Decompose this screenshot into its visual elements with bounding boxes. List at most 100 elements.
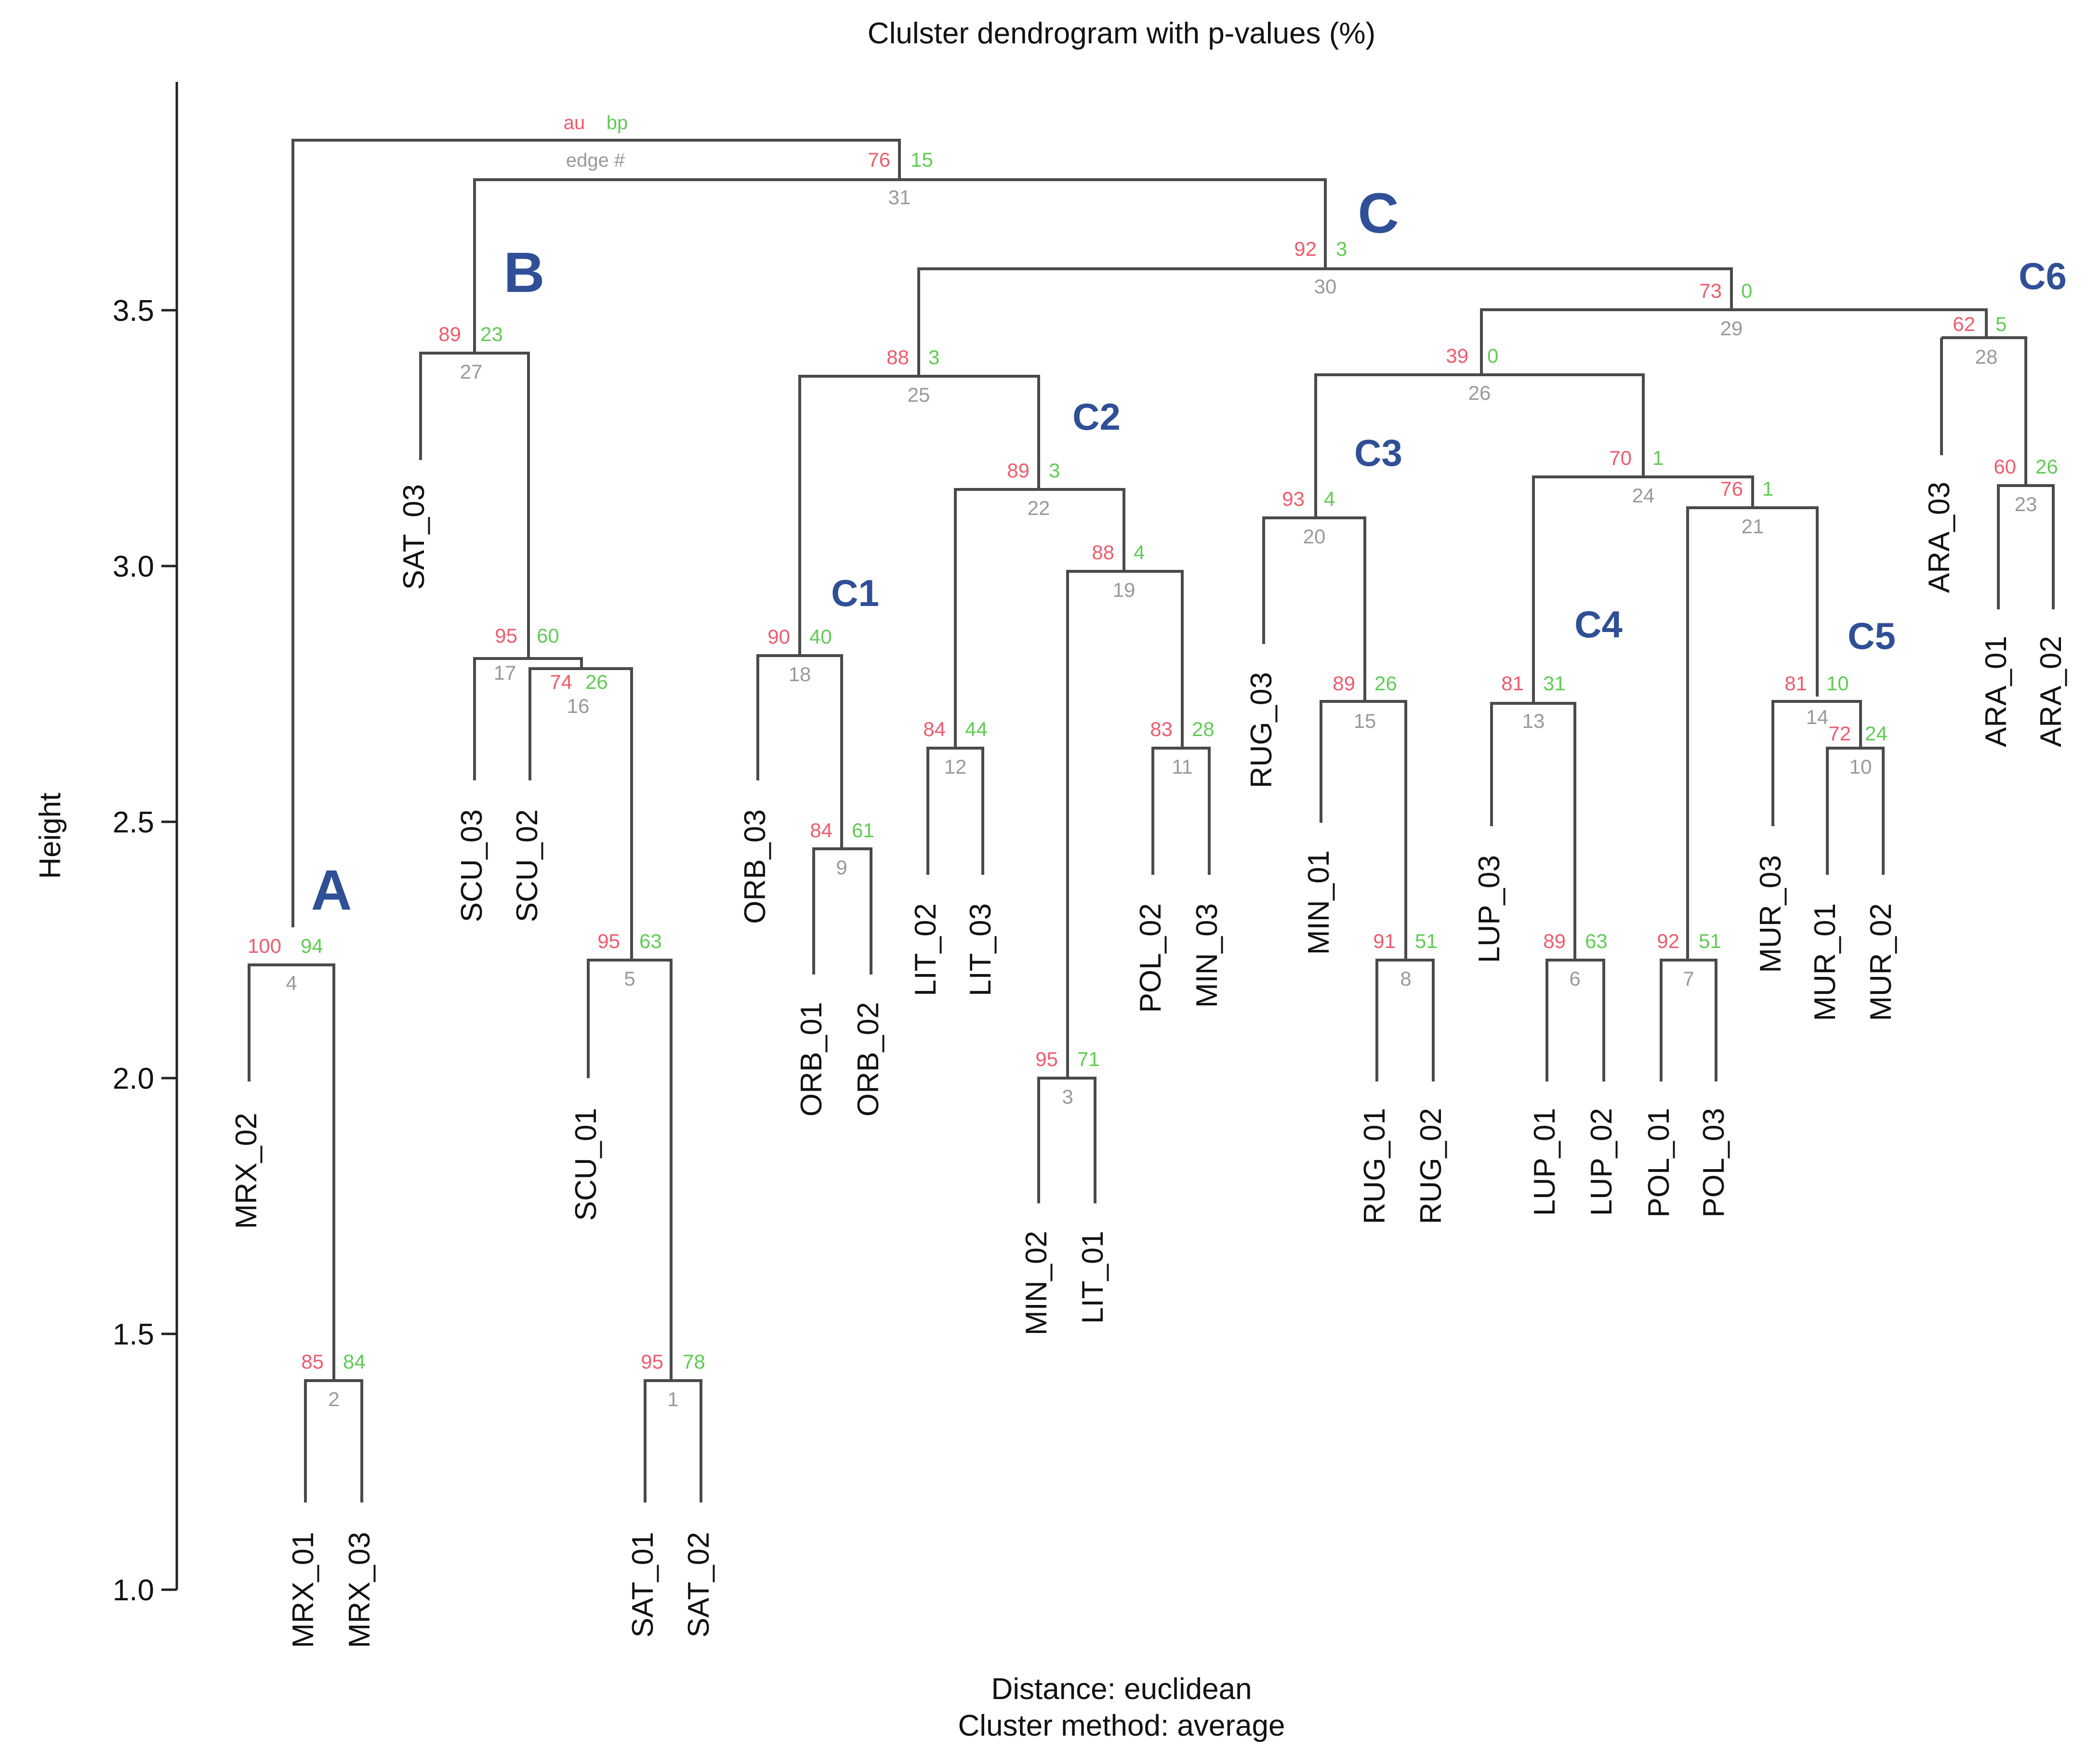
au-value: 100 <box>248 935 281 957</box>
edge-number: 6 <box>1569 967 1580 990</box>
au-value: 95 <box>641 1350 663 1373</box>
cluster-label-c: C <box>1358 182 1399 245</box>
au-value: 73 <box>1699 279 1722 302</box>
leaf-label: ARA_01 <box>1980 636 2013 747</box>
au-value: 84 <box>923 718 946 740</box>
leaf-label: MIN_02 <box>1020 1231 1053 1335</box>
bp-value: 26 <box>585 671 608 693</box>
au-value: 74 <box>550 671 572 693</box>
edge-number: 8 <box>1400 967 1411 990</box>
branch-node-10 <box>1826 747 1885 875</box>
edge-number: 3 <box>1062 1085 1073 1108</box>
branch-node-16 <box>528 667 633 960</box>
au-value: 89 <box>1333 672 1355 695</box>
branch-node-6 <box>1545 959 1605 1081</box>
legend-bp: bp <box>607 112 628 133</box>
bp-value: 0 <box>1487 344 1498 367</box>
edge-number: 22 <box>1028 497 1050 519</box>
bp-value: 63 <box>1585 930 1608 952</box>
bp-value: 60 <box>537 624 559 647</box>
cluster-label-c2: C2 <box>1072 395 1121 438</box>
legend-au: au <box>564 112 585 133</box>
au-value: 89 <box>1007 459 1030 482</box>
cluster-label-c6: C6 <box>2019 255 2067 297</box>
bp-value: 10 <box>1826 672 1849 695</box>
branch-node-11 <box>1151 747 1211 875</box>
branch-node-13 <box>1490 702 1576 960</box>
leaf-label: MUR_01 <box>1809 903 1842 1021</box>
bp-value: 78 <box>683 1350 705 1373</box>
leaf-label: MUR_02 <box>1864 903 1898 1021</box>
au-value: 76 <box>868 148 890 171</box>
branches <box>248 139 2055 1503</box>
leaf-label: SCU_03 <box>455 809 489 922</box>
edge-number: 15 <box>1354 710 1376 732</box>
cluster-label-c5: C5 <box>1848 615 1896 657</box>
legend: au bp edge # <box>564 112 628 171</box>
edge-number: 4 <box>286 972 297 994</box>
edge-number: 26 <box>1468 382 1491 404</box>
edge-number: 14 <box>1806 706 1829 728</box>
bp-value: 15 <box>911 148 933 171</box>
branch-node-3 <box>1037 1077 1096 1203</box>
edge-number: 1 <box>667 1388 678 1410</box>
legend-edge: edge # <box>566 150 625 171</box>
au-value: 84 <box>810 819 832 842</box>
branch-node-1 <box>644 1379 702 1503</box>
cluster-label-c1: C1 <box>831 572 879 614</box>
branch-node-27 <box>419 352 530 659</box>
bp-value: 44 <box>965 718 988 740</box>
bp-value: 51 <box>1699 930 1721 952</box>
bp-value: 0 <box>1741 279 1752 302</box>
y-tick-label: 1.5 <box>113 1318 154 1351</box>
au-value: 39 <box>1446 344 1468 367</box>
cluster-annotations: A B C C1 C2 C3 C4 C5 C6 <box>311 182 2066 922</box>
bp-value: 63 <box>639 930 662 952</box>
bp-value: 1 <box>1762 477 1773 500</box>
au-value: 89 <box>1543 930 1566 952</box>
au-value: 85 <box>301 1350 324 1373</box>
y-tick-label: 3.5 <box>113 294 154 328</box>
bp-value: 26 <box>1374 672 1397 695</box>
au-value: 95 <box>1035 1048 1058 1070</box>
branch-node-30 <box>473 178 1327 353</box>
bp-value: 84 <box>343 1350 366 1373</box>
leaf-label: SAT_02 <box>682 1532 715 1637</box>
bp-value: 28 <box>1192 718 1215 740</box>
leaf-label: LIT_03 <box>964 903 997 996</box>
branch-node-29 <box>917 267 1733 376</box>
bp-value: 3 <box>1336 237 1347 260</box>
method-caption: Cluster method: average <box>958 1709 1285 1742</box>
edge-number: 9 <box>836 856 847 879</box>
leaf-label: SAT_01 <box>626 1532 660 1637</box>
node-labels: 76 15 31 92 3 30 73 0 29 62 5 28 89 23 2… <box>248 148 2058 1410</box>
bp-value: 24 <box>1865 722 1888 745</box>
edge-number: 17 <box>494 661 516 684</box>
leaf-label: RUG_03 <box>1245 672 1278 788</box>
leaf-label: ORB_02 <box>852 1002 885 1117</box>
edge-number: 13 <box>1522 710 1545 732</box>
leaf-label: MIN_03 <box>1190 903 1224 1008</box>
y-axis-title: Height <box>34 792 67 879</box>
chart-title: Clulster dendrogram with p-values (%) <box>868 17 1375 50</box>
leaf-label: LIT_01 <box>1076 1231 1109 1324</box>
au-value: 88 <box>1092 541 1114 564</box>
bp-value: 1 <box>1652 447 1664 469</box>
cluster-label-b: B <box>503 241 544 304</box>
leaf-label: MIN_01 <box>1302 850 1335 955</box>
edge-number: 27 <box>460 360 483 383</box>
au-value: 92 <box>1294 237 1317 260</box>
bp-value: 3 <box>928 346 939 369</box>
bp-value: 5 <box>1995 313 2007 335</box>
leaf-label: POL_03 <box>1697 1108 1730 1218</box>
bp-value: 31 <box>1543 672 1566 695</box>
branch-node-28b <box>1942 336 2027 486</box>
leaf-label: LUP_01 <box>1528 1108 1561 1216</box>
branch-node-26 <box>1314 373 1645 518</box>
edge-number: 19 <box>1113 579 1136 601</box>
branch-node-24 <box>1532 475 1754 703</box>
bp-value: 4 <box>1134 541 1145 564</box>
au-value: 92 <box>1657 930 1679 952</box>
bp-value: 40 <box>809 625 832 648</box>
